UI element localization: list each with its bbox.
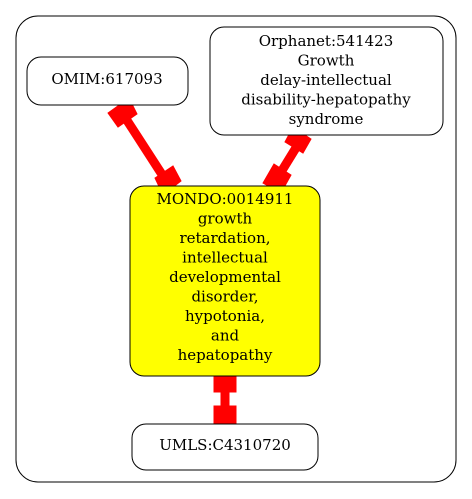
node-label-line: retardation, [179,229,270,247]
node-umls[interactable]: UMLS:C4310720 [131,423,319,471]
node-label-line: disorder, [191,288,258,306]
node-box [209,26,444,136]
node-label-line: and [211,327,240,345]
edge-mondo-to-umls [213,369,237,429]
node-box [129,185,321,377]
node-label-line: growth [198,210,253,228]
node-label-line: Growth [298,52,355,70]
node-box [26,56,189,106]
node-box [131,423,319,471]
node-label-line: disability-hepatopathy [241,91,411,109]
node-label-line: intellectual [182,249,268,267]
edge-orphanet-to-mondo [262,126,312,194]
node-label-line: OMIM:617093 [51,70,162,88]
node-label-line: developmental [169,268,281,286]
node-label-line: Orphanet:541423 [259,32,394,50]
node-label-line: hepatopathy [178,346,273,364]
node-omim[interactable]: OMIM:617093 [26,56,189,106]
node-label-line: syndrome [289,110,364,128]
cluster-boundary [15,15,457,483]
node-label-line: MONDO:0014911 [157,190,294,208]
edge-omim-to-mondo [107,97,182,196]
node-label-line: hypotonia, [185,307,265,325]
node-label-line: delay-intellectual [260,71,392,89]
node-label-line: UMLS:C4310720 [159,436,291,454]
